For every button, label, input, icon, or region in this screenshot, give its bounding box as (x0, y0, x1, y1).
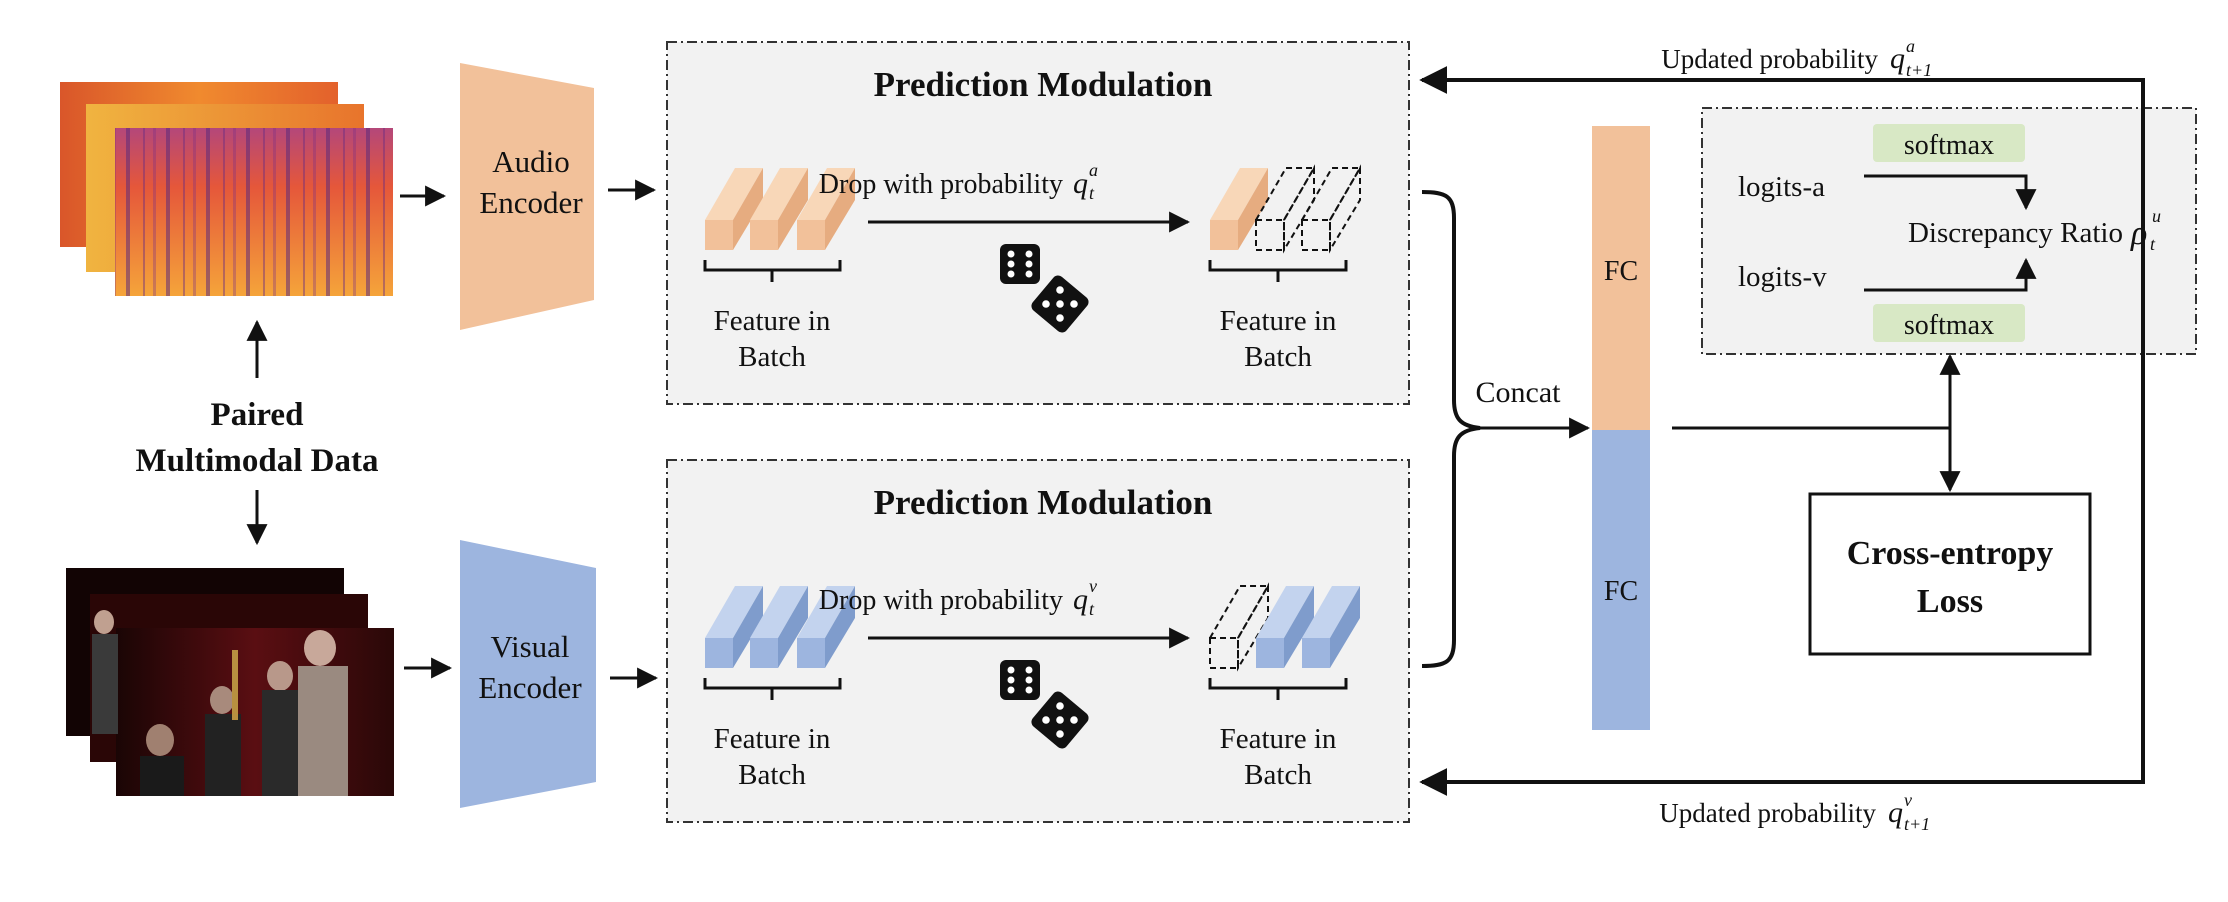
q-next-superscript-visual: v (1904, 790, 1912, 810)
visual-feature-bar (705, 586, 763, 668)
updated-prob-label-visual: Updated probability (1659, 798, 1876, 828)
dice-icon-audio (1000, 244, 1089, 333)
q-subscript-audio: t (1089, 183, 1095, 203)
audio-features-in (705, 168, 855, 250)
audio-feature-bar (750, 168, 808, 250)
q-symbol-visual: q (1073, 583, 1088, 616)
q-superscript-audio: a (1089, 160, 1098, 180)
audio-encoder (460, 63, 594, 330)
visual-feature-bar-kept (1256, 586, 1314, 668)
q-next-superscript-audio: a (1906, 36, 1915, 56)
feature-label-visual-out-line1: Feature in (1220, 723, 1337, 755)
prediction-modulation-title-audio: Prediction Modulation (874, 65, 1213, 104)
q-symbol-audio: q (1073, 167, 1088, 200)
visual-encoder-label-line2: Encoder (478, 670, 582, 705)
feature-label-visual-in-line2: Batch (738, 759, 806, 791)
paired-label-line1: Paired (211, 397, 304, 433)
audio-feature-bar-kept (1210, 168, 1268, 250)
musician-silhouettes (92, 610, 348, 796)
feature-label-audio-out-line2: Batch (1244, 341, 1312, 373)
spectrogram-front-stripes (115, 128, 393, 296)
arrow-fc-to-loss (1672, 426, 1961, 493)
concat-brace (1421, 190, 1481, 668)
audio-encoder-label-line2: Encoder (479, 185, 583, 220)
fc-visual-label: FC (1604, 576, 1638, 607)
paired-label-line2: Multimodal Data (136, 443, 379, 479)
concat-label: Concat (1476, 376, 1562, 409)
audio-features-out (1210, 164, 1362, 254)
audio-feature-bar (797, 168, 855, 250)
arrow-logits-a-to-ratio (1864, 174, 2037, 211)
loss-label-line2: Loss (1917, 583, 1983, 620)
softmax-label-top: softmax (1904, 130, 1994, 161)
logits-v-label: logits-v (1738, 261, 1827, 293)
dice-icon-visual (1000, 660, 1089, 749)
q-next-symbol-visual: q (1888, 796, 1903, 829)
drop-label-audio: Drop with probability (819, 169, 1063, 200)
updated-prob-label-audio: Updated probability (1661, 44, 1878, 74)
audio-spectrogram-stack (60, 82, 393, 296)
brace-visual-features-out (1208, 678, 1348, 700)
feature-label-visual-in-line1: Feature in (714, 723, 831, 755)
audio-feature-bar-dropped (1300, 164, 1362, 254)
feature-label-audio-out-line1: Feature in (1220, 305, 1337, 337)
feature-label-audio-in-line2: Batch (738, 341, 806, 373)
audio-encoder-label-line1: Audio (492, 144, 570, 179)
visual-feature-bar-kept (1302, 586, 1360, 668)
rho-subscript: t (2150, 234, 2156, 254)
visual-encoder (460, 540, 596, 808)
video-frame-stack (66, 568, 394, 796)
loss-label-line1: Cross-entropy (1847, 535, 2054, 572)
cross-entropy-loss-box (1808, 492, 2092, 656)
q-next-symbol-audio: q (1890, 42, 1905, 75)
brace-audio-features-in (703, 260, 842, 282)
drop-label-visual: Drop with probability (819, 585, 1063, 616)
prediction-modulation-title-visual: Prediction Modulation (874, 483, 1213, 522)
visual-encoder-label-line1: Visual (490, 629, 569, 664)
fc-audio (1592, 126, 1650, 430)
visual-features-out (1208, 582, 1360, 672)
brace-audio-features-out (1208, 260, 1348, 282)
fc-audio-label: FC (1604, 256, 1638, 287)
arrow-update-audio (1419, 66, 2145, 258)
logits-a-label: logits-a (1738, 171, 1825, 203)
audio-feature-bar (705, 168, 763, 250)
visual-features-in (705, 586, 855, 668)
softmax-label-bottom: softmax (1904, 310, 1994, 341)
feature-label-audio-in-line1: Feature in (714, 305, 831, 337)
q-next-subscript-audio: t+1 (1906, 60, 1932, 80)
q-next-subscript-visual: t+1 (1904, 814, 1930, 834)
arrow-logits-v-to-ratio (1864, 257, 2037, 292)
softmax-box-bottom (1873, 304, 2025, 342)
rho-superscript: u (2152, 206, 2161, 226)
fc-visual (1592, 430, 1650, 730)
arrow-update-visual (1419, 258, 2145, 796)
feature-label-visual-out-line2: Batch (1244, 759, 1312, 791)
brace-visual-features-in (703, 678, 842, 700)
visual-feature-bar (750, 586, 808, 668)
q-superscript-visual: v (1089, 576, 1097, 596)
visual-feature-bar (797, 586, 855, 668)
softmax-box-top (1873, 124, 2025, 162)
q-subscript-visual: t (1089, 599, 1095, 619)
discrepancy-ratio-label: Discrepancy Ratio (1908, 217, 2123, 249)
